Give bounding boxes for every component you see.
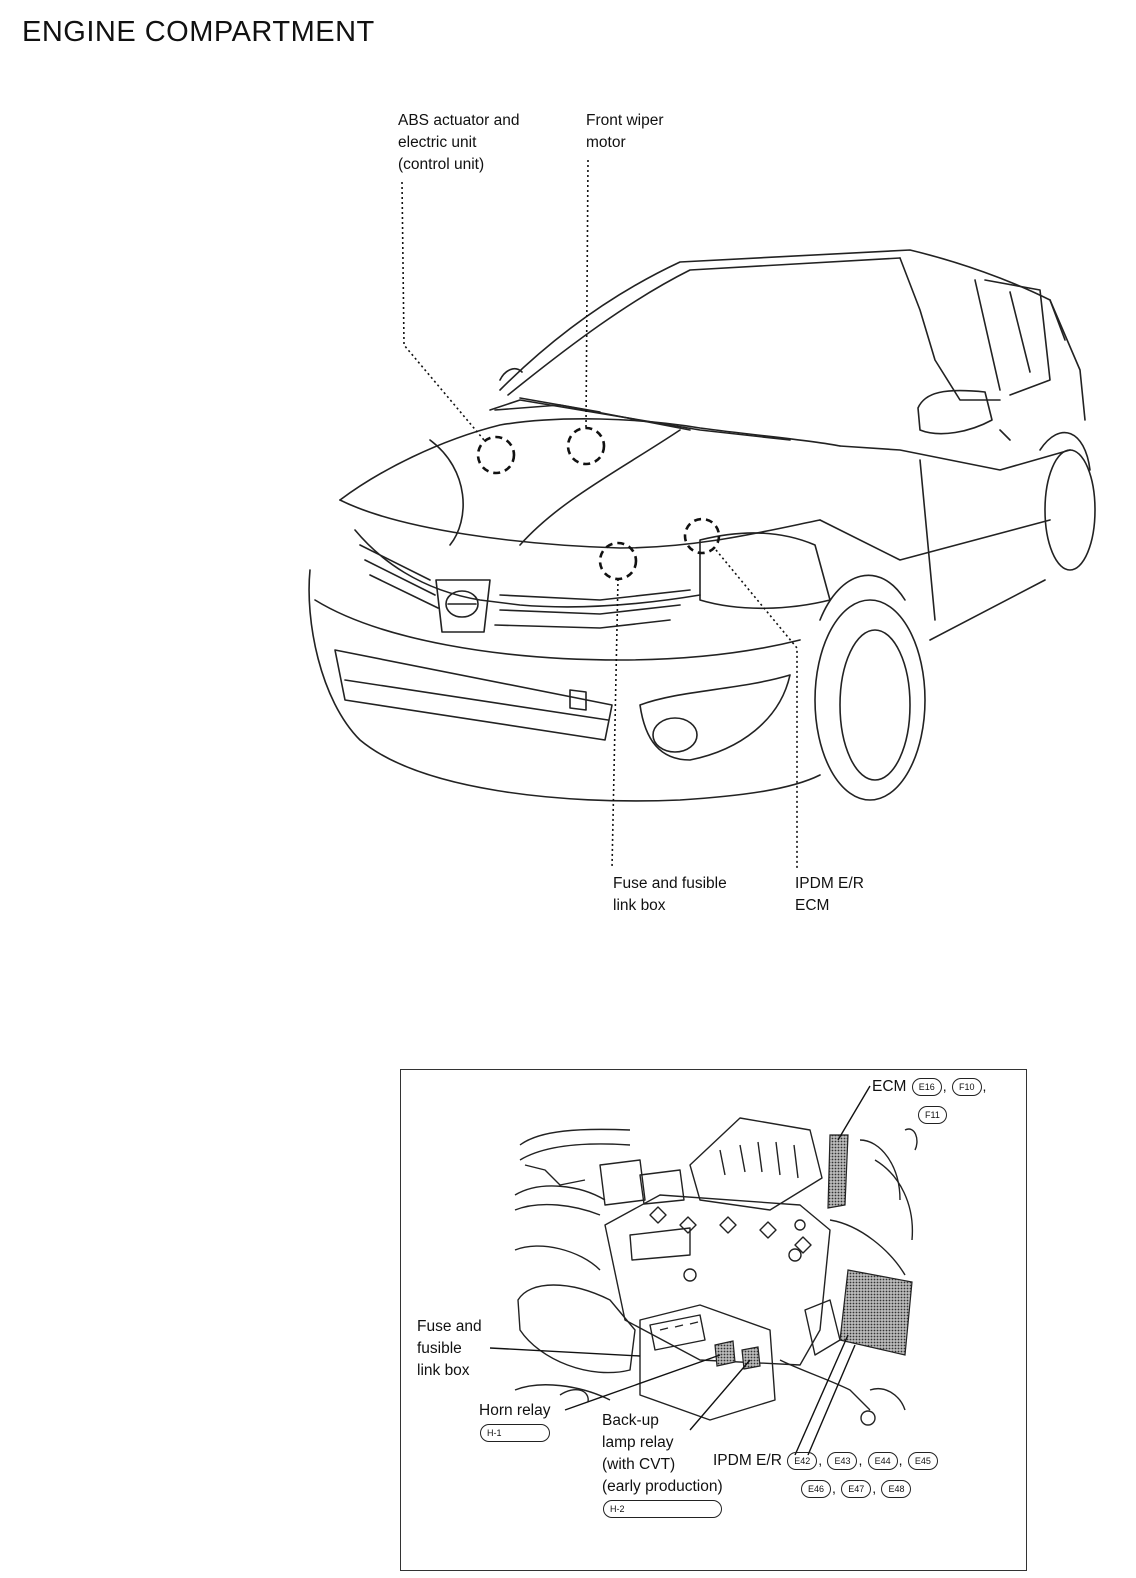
grille-badge [435, 579, 491, 633]
ipdm-callout: IPDM E/R ECM [795, 873, 864, 917]
lower-grille [334, 649, 613, 741]
fuse-leader [611, 578, 619, 869]
ipdm-label-group-line2: E46, E47, E48 [800, 1477, 912, 1500]
ipdm-label: IPDM E/R [713, 1452, 782, 1469]
fuse-box-label-line: fusible [417, 1340, 462, 1357]
ecm-connector: F11 [918, 1105, 947, 1124]
abs-callout-line: ABS actuator and [398, 112, 520, 129]
fuse-box-label-line: Fuse and [417, 1318, 482, 1335]
ipdm-connector: E46 [801, 1479, 832, 1498]
fuse-callout-line: link box [613, 897, 666, 914]
fuse-callout-line: Fuse and fusible [613, 875, 727, 892]
ipdm-connector: E47 [841, 1479, 872, 1498]
backup-relay-line: Back-up [602, 1412, 659, 1429]
ipdm-callout-line: IPDM E/R [795, 875, 864, 892]
ipdm-connector: E48 [881, 1479, 912, 1498]
horn-relay-text: Horn relay [479, 1402, 551, 1419]
ecm-connector: E16 [911, 1077, 942, 1096]
ipdm-callout-line: ECM [795, 897, 830, 914]
side-mirror [917, 389, 993, 435]
wiper-callout: Front wiper motor [586, 110, 664, 154]
ipdm-leader [715, 549, 798, 868]
horn-relay-label: Horn relay H-1 [479, 1400, 551, 1442]
fuse-box-label-line: link box [417, 1362, 470, 1379]
backup-relay-line: (early production) [602, 1478, 723, 1495]
fog-lamp [639, 674, 791, 761]
abs-callout-line: (control unit) [398, 156, 485, 173]
ecm-label-group-line2: F11 [917, 1104, 948, 1126]
ecm-connector: F10 [951, 1077, 982, 1096]
ipdm-connector: E42 [787, 1451, 818, 1470]
abs-callout-line: electric unit [398, 134, 477, 151]
ecm-label-group: ECM E16, F10, [872, 1077, 987, 1096]
wiper-callout-line: Front wiper [586, 112, 664, 129]
backup-relay-line: (with CVT) [602, 1456, 676, 1473]
bumper [308, 569, 821, 802]
backup-relay-line: lamp relay [602, 1434, 674, 1451]
ipdm-connector: E43 [827, 1451, 858, 1470]
ipdm-connector: E45 [907, 1451, 938, 1470]
fuse-box-label: Fuse and fusible link box [417, 1316, 482, 1382]
backup-relay-label: Back-up lamp relay (with CVT) (early pro… [602, 1410, 723, 1518]
hood-edge [339, 418, 841, 501]
ecm-label: ECM [872, 1078, 907, 1095]
wiper-leader [585, 159, 589, 429]
page-title: ENGINE COMPARTMENT [22, 16, 375, 48]
rear-wheel [1044, 449, 1096, 571]
backup-relay-code: H-2 [603, 1500, 722, 1518]
roof-outline [499, 249, 1066, 391]
ipdm-location-marker [683, 517, 721, 555]
front-wheel [814, 599, 926, 801]
ipdm-label-group: IPDM E/R E42, E43, E44, E45 [713, 1449, 939, 1472]
ipdm-connector: E44 [867, 1451, 898, 1470]
engine-bay-detail-box [400, 1069, 1027, 1571]
wiper-location-marker [566, 426, 606, 466]
fuse-callout: Fuse and fusible link box [613, 873, 727, 917]
abs-callout: ABS actuator and electric unit (control … [398, 110, 520, 176]
car-illustration [308, 159, 1096, 869]
abs-location-marker [476, 435, 516, 475]
headlight [699, 532, 831, 610]
horn-relay-code: H-1 [480, 1424, 550, 1442]
wiper-callout-line: motor [586, 134, 626, 151]
abs-leader [401, 181, 485, 441]
